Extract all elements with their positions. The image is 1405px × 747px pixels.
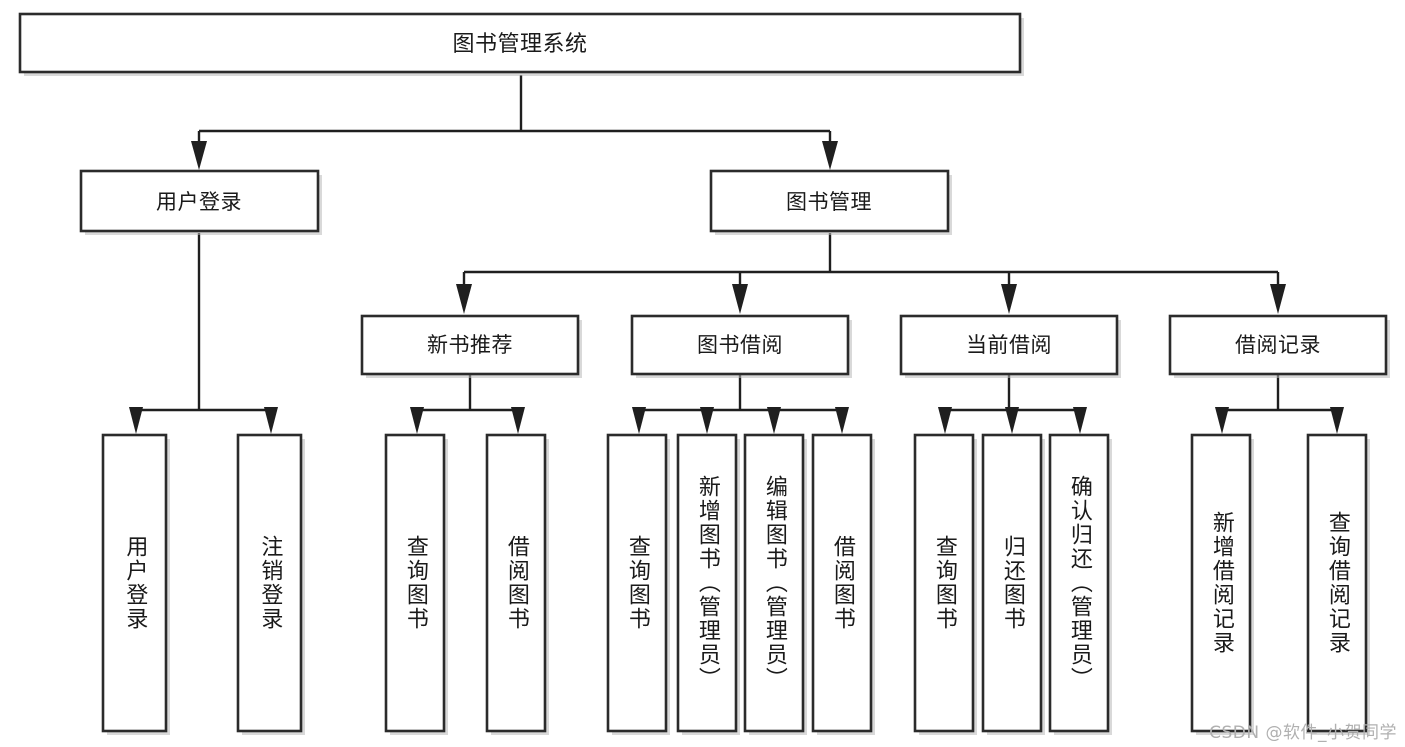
node-user-login-label: 用户登录 (156, 190, 242, 214)
leaf-qb2-rect[interactable] (606, 433, 668, 733)
node-br-rect[interactable] (1168, 314, 1388, 376)
node-nbr-label: 新书推荐 (427, 333, 513, 357)
arrow-bb-leaf-3 (767, 407, 781, 434)
node-bb-label: 图书借阅 (697, 333, 783, 357)
csdn-watermark: CSDN @软件_小贺同学 (1209, 723, 1397, 743)
arrow-root-to-user-login (191, 141, 207, 170)
edge-group-root (191, 75, 838, 170)
arrow-bm-new-book-recommend (456, 284, 472, 314)
node-nbr-rect[interactable] (360, 314, 580, 376)
node-leaf-edit-book[interactable] (743, 433, 807, 735)
node-root[interactable]: 图书管理系统 (18, 12, 1024, 76)
node-leaf-return-book[interactable] (981, 433, 1045, 735)
node-root-rect[interactable] (18, 12, 1022, 74)
node-leaf-confirm-return[interactable] (1048, 433, 1112, 735)
arrow-bb-leaf-1 (632, 407, 646, 434)
leaf-qb3-rect[interactable] (913, 433, 975, 733)
arrow-bb-leaf-2 (700, 407, 714, 434)
leaf-user-login-rect[interactable] (101, 433, 168, 733)
node-leaf-add-record[interactable] (1190, 433, 1254, 735)
leaf-return-book-rect[interactable] (981, 433, 1043, 733)
node-new-book-recommend[interactable]: 新书推荐 (360, 314, 582, 378)
node-br-label: 借阅记录 (1235, 333, 1321, 357)
arrow-bm-current-borrow (1001, 284, 1017, 314)
arrow-cb-leaf-1 (938, 407, 952, 434)
node-user-login[interactable]: 用户登录 (79, 169, 322, 235)
node-leaf-query-book-1[interactable] (384, 433, 448, 735)
leaf-logout-login-rect[interactable] (236, 433, 303, 733)
node-leaf-add-book[interactable] (676, 433, 740, 735)
arrow-cb-leaf-2 (1005, 407, 1019, 434)
leaf-confirm-return-rect[interactable] (1048, 433, 1110, 733)
leaf-bb2-rect[interactable] (811, 433, 873, 733)
arrow-br-leaf-2 (1330, 407, 1344, 434)
arrow-root-to-book-manage (822, 141, 838, 170)
arrow-bm-book-borrow (732, 284, 748, 314)
node-borrow-record[interactable]: 借阅记录 (1168, 314, 1390, 378)
leaf-bb1-rect[interactable] (485, 433, 547, 733)
leaf-query-record-rect[interactable] (1306, 433, 1368, 733)
leaf-add-record-rect[interactable] (1190, 433, 1252, 733)
edge-group-book-borrow (632, 375, 849, 434)
leaf-qb1-rect[interactable] (384, 433, 446, 733)
node-bb-rect[interactable] (630, 314, 850, 376)
leaf-edit-book-rect[interactable] (743, 433, 805, 733)
node-book-manage[interactable]: 图书管理 (709, 169, 952, 235)
arrow-nbr-leaf-2 (511, 407, 525, 434)
node-book-borrow[interactable]: 图书借阅 (630, 314, 852, 378)
arrow-nbr-leaf-1 (410, 407, 424, 434)
edge-group-new-book-recommend (410, 375, 525, 434)
leaf-add-book-rect[interactable] (676, 433, 738, 733)
node-book-manage-rect[interactable] (709, 169, 950, 233)
node-leaf-query-record[interactable] (1306, 433, 1370, 735)
arrow-br-leaf-1 (1215, 407, 1229, 434)
node-leaf-user-login[interactable] (101, 433, 170, 735)
arrow-bm-borrow-record (1270, 284, 1286, 314)
edge-group-current-borrow (938, 375, 1087, 434)
node-leaf-query-book-2[interactable] (606, 433, 670, 735)
edge-group-book-manage (456, 233, 1286, 314)
edge-group-user-login (129, 233, 278, 434)
arrow-user-login-leaf-2 (264, 407, 278, 434)
node-current-borrow[interactable]: 当前借阅 (899, 314, 1121, 378)
node-cb-rect[interactable] (899, 314, 1119, 376)
arrow-cb-leaf-3 (1073, 407, 1087, 434)
node-user-login-rect[interactable] (79, 169, 320, 233)
node-leaf-borrow-book-2[interactable] (811, 433, 875, 735)
edge-group-borrow-record (1215, 375, 1344, 434)
node-leaf-query-book-3[interactable] (913, 433, 977, 735)
node-root-label: 图书管理系统 (452, 32, 587, 57)
arrow-user-login-leaf-1 (129, 407, 143, 434)
node-leaf-logout-login[interactable] (236, 433, 305, 735)
node-leaf-borrow-book-1[interactable] (485, 433, 549, 735)
node-cb-label: 当前借阅 (966, 333, 1052, 357)
node-book-manage-label: 图书管理 (786, 190, 872, 214)
arrow-bb-leaf-4 (835, 407, 849, 434)
